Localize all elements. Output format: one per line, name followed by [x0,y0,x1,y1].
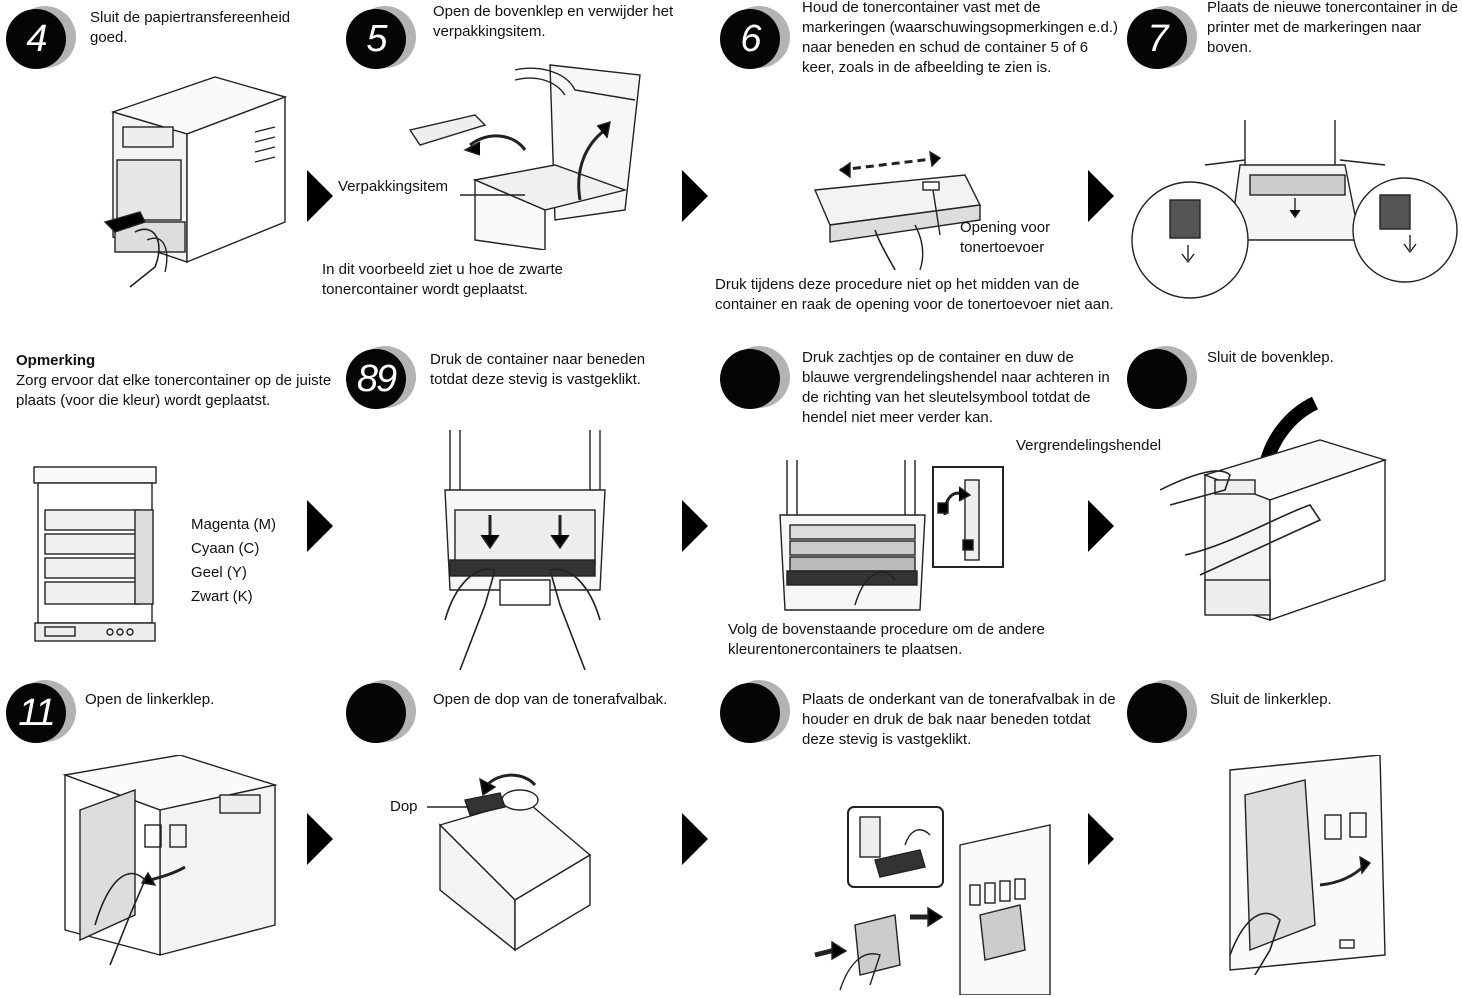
step-number-badge [346,680,416,744]
step-note: Druk tijdens deze procedure niet op het … [715,275,1125,315]
step-number: 89 [346,349,406,409]
printer-open-top-illustration [405,60,655,250]
color-label-black: Zwart (K) [191,587,253,607]
step-instruction: Plaats de nieuwe tonercontainer in de pr… [1207,0,1462,58]
step-instruction: Houd de tonercontainer vast met de marke… [802,0,1122,78]
remark-text: Zorg ervoor dat elke tonercontainer op d… [16,371,341,411]
step-number-badge: 11 [6,680,76,744]
step-number-badge: 6 [720,6,790,70]
lock-lever-illustration [775,455,1025,615]
step-number [1127,683,1187,743]
step-instruction: Open de bovenklep en verwijder het verpa… [433,2,708,42]
step-number-badge: 7 [1127,6,1197,70]
next-step-arrow [1088,500,1114,552]
next-step-arrow [307,170,333,222]
insert-waste-bottle-illustration [810,805,1060,995]
color-label-cyan: Cyaan (C) [191,539,259,559]
next-step-arrow [682,170,708,222]
color-label-magenta: Magenta (M) [191,515,276,535]
step-number-badge: 4 [6,6,76,70]
step-number [720,683,780,743]
next-step-arrow [682,813,708,865]
step-instruction: Open de dop van de tonerafvalbak. [433,690,708,710]
step-number: 7 [1127,9,1187,69]
next-step-arrow [1088,813,1114,865]
callout-label: Verpakkingsitem [338,177,448,197]
close-left-cover-illustration [1220,755,1390,975]
callout-label: Vergrendelingshendel [1016,436,1161,456]
open-left-cover-illustration [60,755,280,965]
step-instruction: Sluit de papiertransfereenheid goed. [90,8,330,48]
step-number: 11 [6,683,66,743]
toner-slots-illustration [30,465,160,645]
step-instruction: Druk de container naar beneden totdat de… [430,350,680,390]
step-instruction: Sluit de linkerklep. [1210,690,1440,710]
printer-illustration [95,72,295,292]
toner-insert-illustration [1130,120,1460,310]
callout-label: Dop [390,797,418,817]
close-top-cover-illustration [1160,395,1390,645]
callout-label: Opening voor tonertoevoer [960,218,1080,258]
step-number: 6 [720,9,780,69]
step-instruction: Open de linkerklep. [85,690,305,710]
remark-title: Opmerking [16,351,95,371]
step-number [346,683,406,743]
step-number-badge [1127,680,1197,744]
next-step-arrow [682,500,708,552]
step-instruction: Sluit de bovenklep. [1207,348,1447,368]
step-note: In dit voorbeeld ziet u hoe de zwarte to… [322,260,612,300]
waste-bottle-cap-illustration [425,765,625,960]
step-instruction: Druk zachtjes op de container en duw de … [802,348,1114,428]
next-step-arrow [1088,170,1114,222]
step-number-badge: 89 [346,346,416,410]
step-note: Volg de bovenstaande procedure om de and… [728,620,1108,660]
step-number [720,349,780,409]
step-number-badge [720,346,790,410]
color-label-yellow: Geel (Y) [191,563,247,583]
next-step-arrow [307,813,333,865]
step-number: 4 [6,9,66,69]
step-number: 5 [346,9,406,69]
step-number-badge [720,680,790,744]
next-step-arrow [307,500,333,552]
push-container-illustration [415,430,625,670]
step-instruction: Plaats de onderkant van de tonerafvalbak… [802,690,1122,750]
